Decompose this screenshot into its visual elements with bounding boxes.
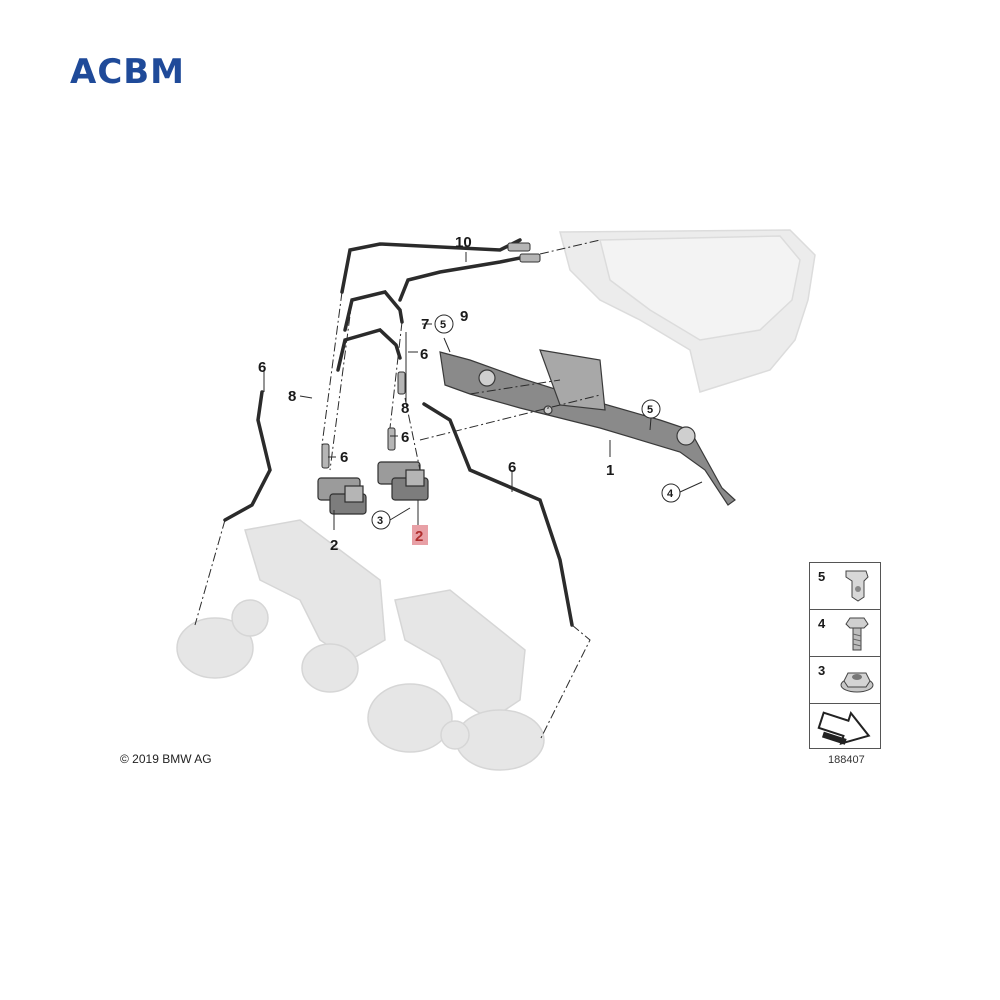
clip-nut-icon	[845, 570, 869, 602]
callout-8-left: 8	[288, 388, 296, 405]
circled-callout-5-top: 5	[434, 314, 454, 334]
svg-text:5: 5	[440, 319, 446, 331]
copyright-notice: © 2019 BMW AG	[120, 752, 212, 766]
callout-10: 10	[455, 234, 472, 251]
hex-nut-icon	[840, 672, 874, 693]
highlight-box	[412, 525, 428, 545]
svg-text:3: 3	[377, 515, 383, 527]
vacuum-hoses	[223, 238, 574, 627]
hardware-legend: 5 4 3	[809, 562, 881, 749]
callout-7: 7	[421, 316, 429, 333]
callout-9: 9	[460, 308, 468, 325]
direction-arrow-icon	[817, 711, 871, 745]
hose-9	[398, 254, 532, 302]
legend-number: 3	[818, 663, 826, 678]
callout-2-highlighted: 2	[415, 528, 423, 545]
callout-6-right: 6	[508, 459, 516, 476]
callout-leaders	[263, 252, 703, 530]
hose-7	[343, 290, 404, 332]
diagram-id: 188407	[828, 754, 865, 766]
hose-6-left	[223, 390, 272, 522]
legend-item-hex-bolt: 4	[810, 610, 880, 657]
turbo-manifold-ghost-left	[176, 519, 386, 693]
bracket-assembly	[439, 349, 736, 506]
callout-6-mid: 6	[401, 429, 409, 446]
engine-cover-ghost	[559, 229, 816, 393]
turbo-manifold-ghost-right	[367, 589, 545, 771]
pressure-converter-right	[377, 461, 429, 501]
brand-logo: ACBM	[70, 52, 186, 92]
callout-8-right: 8	[401, 400, 409, 417]
callout-2: 2	[330, 537, 338, 554]
legend-item-clip-nut: 5	[810, 563, 880, 610]
legend-number: 4	[818, 616, 826, 631]
hex-bolt-icon	[845, 617, 869, 651]
callout-6-lower: 6	[340, 449, 348, 466]
callout-1: 1	[606, 462, 614, 479]
pressure-converter-left	[317, 477, 367, 515]
circled-callout-4: 4	[661, 483, 681, 503]
circled-callout-5-right: 5	[641, 399, 661, 419]
callout-6-left: 6	[258, 359, 266, 376]
svg-text:5: 5	[647, 404, 653, 416]
legend-item-direction	[810, 704, 880, 748]
hose-10	[340, 238, 522, 294]
legend-item-hex-nut: 3	[810, 657, 880, 704]
legend-number: 5	[818, 569, 826, 584]
hose-connectors	[321, 242, 541, 469]
circled-callout-3: 3	[371, 510, 391, 530]
hose-6-right	[422, 402, 574, 627]
svg-text:4: 4	[667, 488, 674, 500]
dash-dot-leaders	[194, 239, 601, 741]
hose-6-upper	[336, 328, 402, 372]
callout-6-upper: 6	[420, 346, 428, 363]
